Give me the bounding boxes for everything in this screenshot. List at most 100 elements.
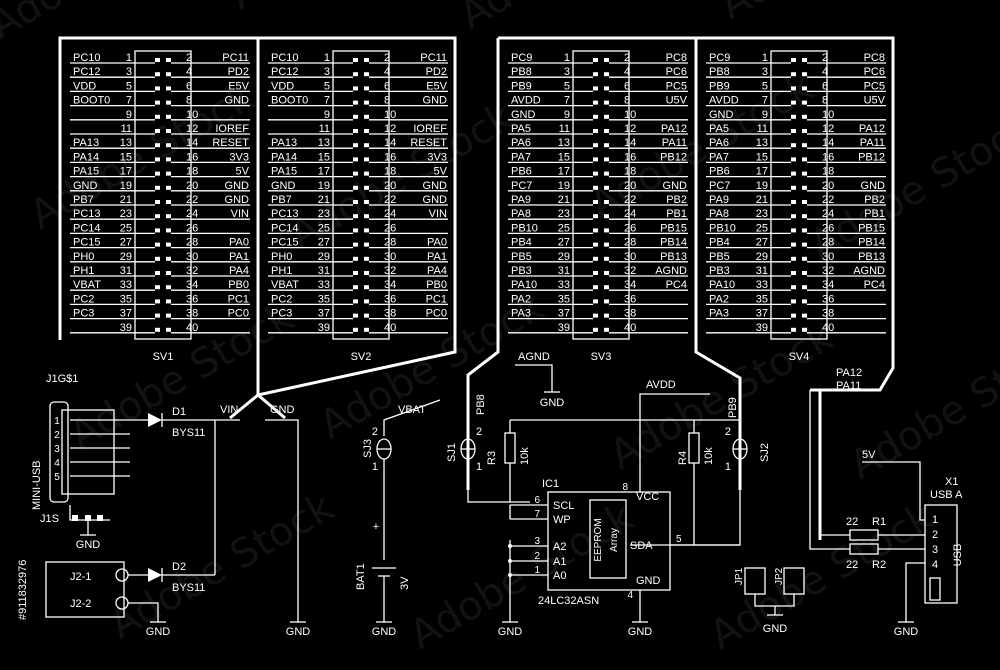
pin-number: 22 xyxy=(822,194,834,206)
x1-pin-number: 3 xyxy=(932,544,938,556)
pin-number: 36 xyxy=(624,293,636,305)
pin-label: PA1 xyxy=(427,251,447,263)
pin-pad xyxy=(802,143,807,148)
pin-pad xyxy=(166,299,171,304)
pin-pad xyxy=(802,214,807,219)
pin-number: 13 xyxy=(756,137,768,149)
pin-pad xyxy=(802,114,807,119)
pin-number: 16 xyxy=(186,151,198,163)
pin-number: 35 xyxy=(120,293,132,305)
vin-label: VIN xyxy=(220,404,238,416)
pin-pad xyxy=(364,271,369,275)
pin-number: 6 xyxy=(384,80,390,92)
pin-number: 17 xyxy=(318,166,330,178)
pin-number: 19 xyxy=(558,180,570,192)
pin-pad xyxy=(604,242,609,247)
pin-number: 7 xyxy=(564,95,570,107)
pin-number: 11 xyxy=(559,123,570,135)
pin-number: 26 xyxy=(186,222,198,234)
pin-pad xyxy=(155,256,160,261)
pin-pad xyxy=(791,214,796,219)
pin-label: PC14 xyxy=(271,222,299,234)
pin-label: PC3 xyxy=(73,308,94,320)
pin-pad xyxy=(166,327,171,332)
pin-number: 27 xyxy=(558,237,570,249)
pin-label: PB15 xyxy=(858,222,885,234)
pin-label: PC0 xyxy=(426,308,447,320)
pin-label: GND xyxy=(271,180,296,192)
pin-pad xyxy=(155,214,160,219)
header-outline xyxy=(332,50,390,340)
pin-pad xyxy=(166,271,171,275)
pin-pad xyxy=(802,285,807,290)
pin-pad xyxy=(166,171,171,176)
pin-number: 15 xyxy=(558,151,570,163)
resistor-r3 xyxy=(504,432,516,464)
header-name: SV1 xyxy=(153,351,174,363)
avdd-label: AVDD xyxy=(646,379,676,391)
pin-pad xyxy=(604,58,609,62)
pin-number: 1 xyxy=(564,52,570,64)
pin-number: 16 xyxy=(624,151,636,163)
pin-pad xyxy=(353,58,358,62)
watermark-text: Adobe Stock xyxy=(582,63,822,228)
bat1-label: BAT1 xyxy=(355,563,367,590)
pin-pad xyxy=(155,313,160,318)
pin-number: 21 xyxy=(756,194,768,206)
pin-pad xyxy=(791,242,796,247)
pin-pad xyxy=(97,515,103,521)
r2-label: R2 xyxy=(872,559,886,571)
pin-number: 5 xyxy=(564,80,570,92)
pin-number: 36 xyxy=(384,293,396,305)
pin-pad xyxy=(802,100,807,105)
pin-label: PC15 xyxy=(73,237,101,249)
pin-number: 11 xyxy=(121,123,132,135)
pin-number: 40 xyxy=(624,322,636,334)
ic1-vcc-num: 8 xyxy=(622,482,628,493)
junction xyxy=(508,559,512,563)
pin-number: 29 xyxy=(558,251,570,263)
pin-pad xyxy=(802,185,807,190)
bus-left-3 xyxy=(257,393,286,420)
pin-pad xyxy=(166,129,171,133)
pin-label: PC0 xyxy=(228,308,249,320)
pin-pad xyxy=(364,242,369,247)
pin-number: 40 xyxy=(186,322,198,334)
pin-label: PA15 xyxy=(271,166,297,178)
pin-label: PC9 xyxy=(709,52,730,64)
pin-label: GND xyxy=(225,180,250,192)
wire xyxy=(265,419,299,622)
pin-pad xyxy=(604,157,609,162)
array-label: Array xyxy=(609,528,620,552)
pin-pad xyxy=(791,256,796,261)
pa11-label: PA11 xyxy=(836,380,861,392)
ic1-pin-number: 1 xyxy=(534,565,540,576)
pin-label: PA3 xyxy=(511,308,531,320)
pin-pad xyxy=(353,200,358,204)
connector-label: J1G$1 xyxy=(46,373,78,385)
header-name: SV3 xyxy=(591,351,612,363)
pin-pad xyxy=(593,299,598,304)
pin-pad xyxy=(353,143,358,148)
pin-pad xyxy=(604,143,609,148)
pin-pad xyxy=(155,242,160,247)
x1-pin-number: 1 xyxy=(932,514,938,526)
pin-pad xyxy=(155,72,160,77)
pin-label: PB13 xyxy=(858,251,885,263)
pin-label: RESET xyxy=(410,137,447,149)
ic1-pin-number: 6 xyxy=(534,495,540,506)
pin-label: PB12 xyxy=(660,151,687,163)
pin-number: 16 xyxy=(384,151,396,163)
pin-label: PA6 xyxy=(709,137,729,149)
pin-label: GND xyxy=(861,180,886,192)
d2-type: BYS11 xyxy=(172,582,205,594)
watermark-text: Adobe Stock xyxy=(452,0,692,39)
pin-number: 39 xyxy=(756,322,768,334)
pin-pad xyxy=(802,256,807,261)
pin-number: 32 xyxy=(624,265,636,277)
wire xyxy=(128,602,159,622)
pin-label: PB2 xyxy=(666,194,687,206)
pin-label: AGND xyxy=(655,265,687,277)
pin-pad xyxy=(155,143,160,148)
pin-number: 9 xyxy=(762,109,768,121)
